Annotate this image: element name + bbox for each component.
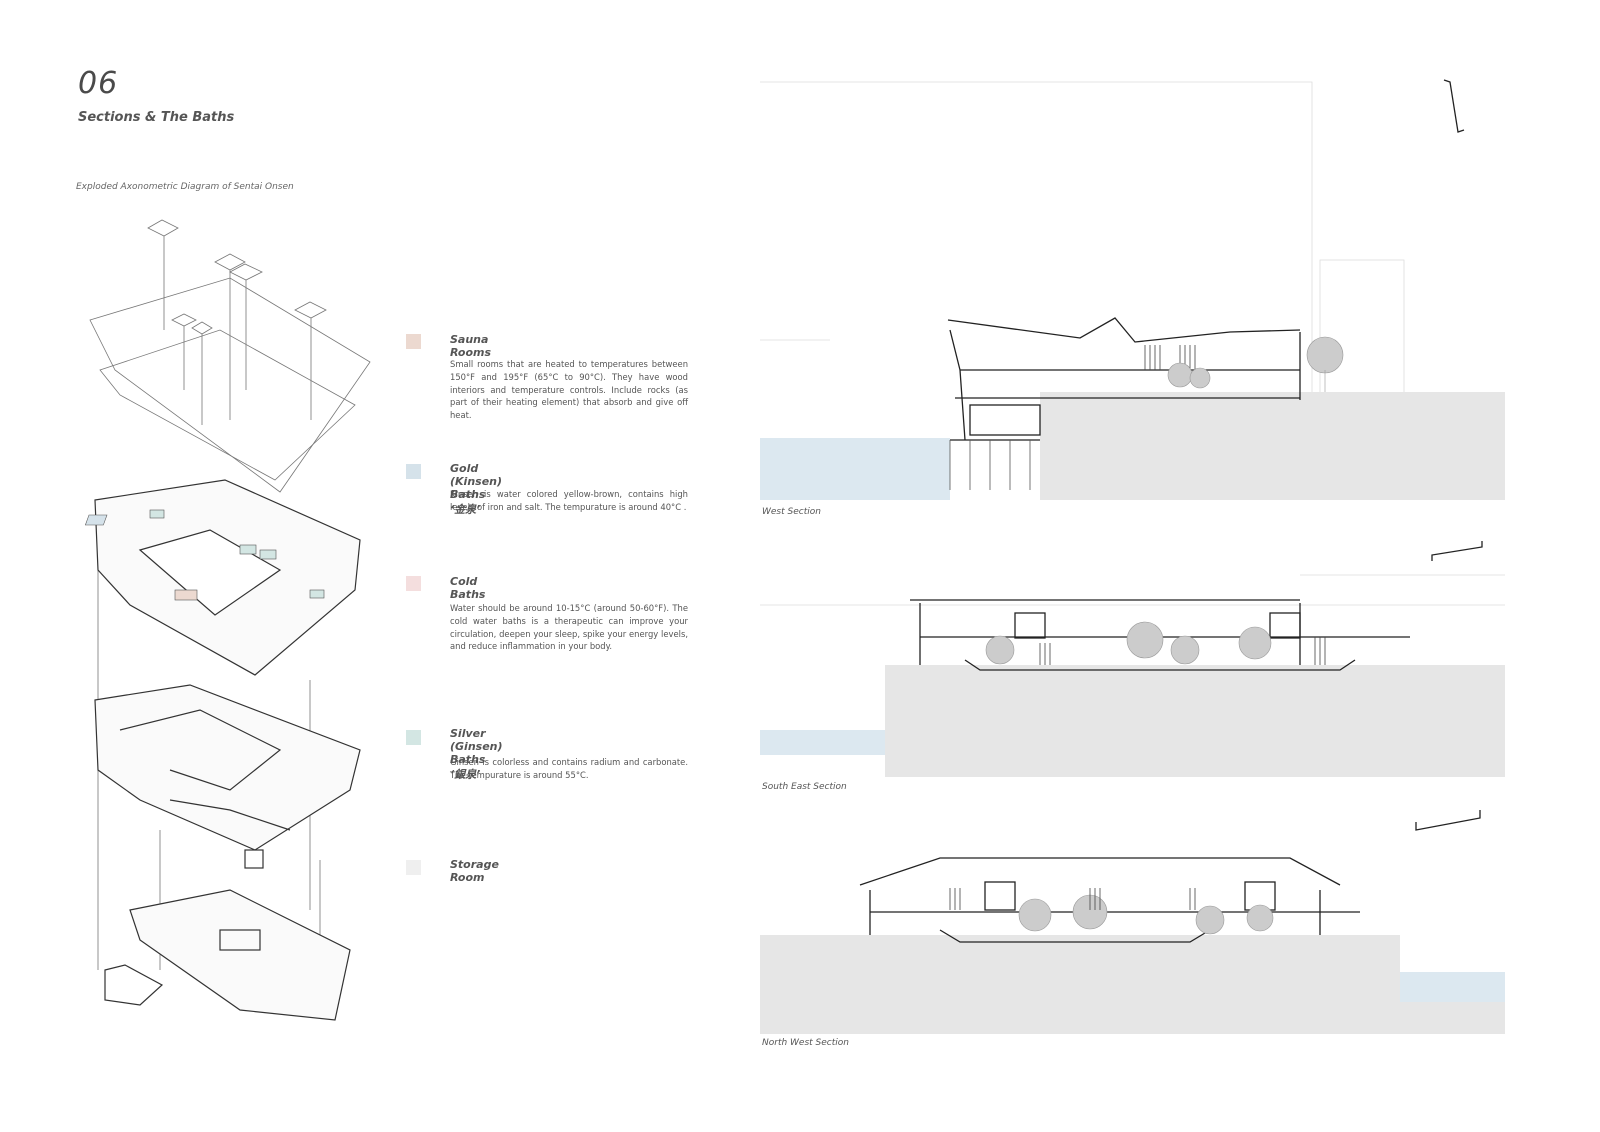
page-number: 06 [78, 66, 119, 101]
south-east-section-caption: South East Section [762, 782, 847, 792]
legend-title-silver: Silver (Ginsen) Baths ‘銀泉’ [450, 727, 503, 781]
exploded-axonometric-diagram [84, 219, 371, 1021]
legend-desc-cold: Water should be around 10-15°C (around 5… [450, 603, 688, 652]
legend-title-cold: Cold Baths [450, 575, 486, 601]
legend-title-gold: Gold (Kinsen) Baths ‘金泉’ [450, 462, 503, 516]
legend-title-sauna: Sauna Rooms [450, 333, 492, 359]
legend-desc-sauna: Small rooms that are heated to temperatu… [450, 359, 688, 421]
legend-desc-silver: Ginsen is colorless and contains radium … [450, 757, 688, 780]
legend-title-storage: Storage Room [450, 858, 499, 884]
legend-swatch-cold [406, 576, 421, 591]
legend-swatch-gold [406, 464, 421, 479]
legend-swatch-storage [406, 860, 421, 875]
south-east-section-drawing [760, 541, 1505, 777]
west-section-drawing [760, 79, 1505, 500]
north-west-section-drawing [760, 810, 1505, 1034]
west-section-caption: West Section [762, 507, 821, 517]
diagram-caption: Exploded Axonometric Diagram of Sentai O… [76, 182, 294, 192]
legend-swatch-silver [406, 730, 421, 745]
north-west-section-caption: North West Section [762, 1038, 849, 1048]
legend-swatch-sauna [406, 334, 421, 349]
legend-desc-gold: Kinsen is water colored yellow-brown, co… [450, 489, 688, 512]
page-title: Sections & The Baths [78, 110, 235, 125]
